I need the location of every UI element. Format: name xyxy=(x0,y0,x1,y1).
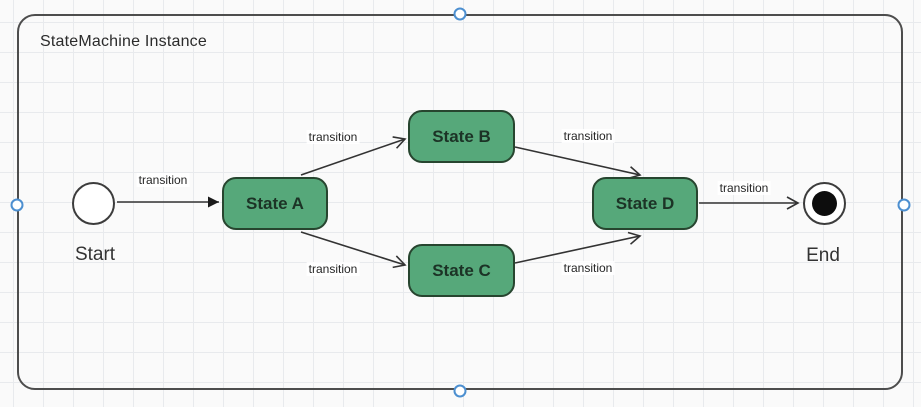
start-node[interactable] xyxy=(72,182,115,225)
state-node-a[interactable]: State A xyxy=(222,177,328,230)
state-b-label: State B xyxy=(432,126,491,146)
container-title: StateMachine Instance xyxy=(40,33,207,50)
end-node-inner-dot xyxy=(812,191,837,216)
edge-state-c-to-state-d[interactable] xyxy=(514,231,642,264)
edge-state-b-to-state-d[interactable] xyxy=(514,146,642,180)
end-node-label: End xyxy=(806,245,840,266)
edge-label-start-a[interactable]: transition xyxy=(136,173,190,187)
state-a-label: State A xyxy=(246,193,304,213)
edge-label-b-d[interactable]: transition xyxy=(561,129,615,143)
start-node-label: Start xyxy=(74,244,116,265)
edge-label-a-b[interactable]: transition xyxy=(306,130,360,144)
edge-label-c-d[interactable]: transition xyxy=(561,261,615,275)
state-node-d[interactable]: State D xyxy=(592,177,698,230)
resize-handle-left[interactable] xyxy=(10,198,24,212)
state-node-b[interactable]: State B xyxy=(408,110,515,163)
state-node-c[interactable]: State C xyxy=(408,244,515,297)
state-c-label: State C xyxy=(432,260,491,280)
resize-handle-top[interactable] xyxy=(453,7,467,21)
resize-handle-right[interactable] xyxy=(897,198,911,212)
edge-state-a-to-state-b[interactable] xyxy=(300,136,407,176)
edge-label-a-c[interactable]: transition xyxy=(306,262,360,276)
state-d-label: State D xyxy=(615,193,675,213)
end-node[interactable] xyxy=(803,182,846,225)
resize-handle-bottom[interactable] xyxy=(453,384,467,398)
edge-state-a-to-state-c[interactable] xyxy=(300,231,407,269)
edge-label-d-end[interactable]: transition xyxy=(717,181,771,195)
